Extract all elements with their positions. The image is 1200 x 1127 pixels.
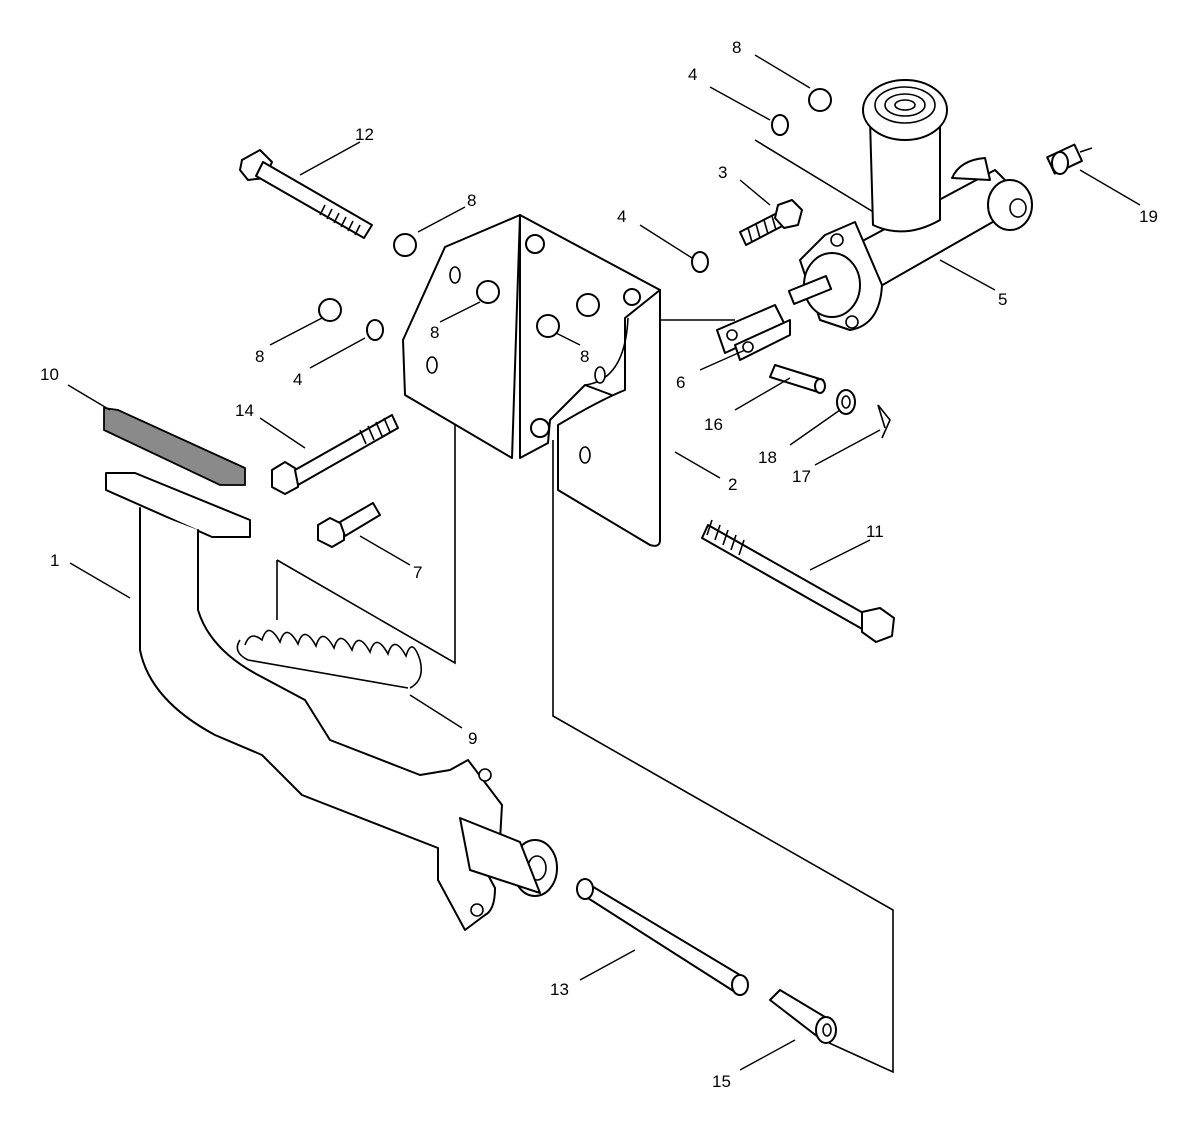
callout-2: 2 xyxy=(728,475,737,494)
callout-1: 1 xyxy=(50,551,59,570)
callout-9: 9 xyxy=(468,729,477,748)
callout-6: 6 xyxy=(676,373,685,392)
pedal-pad xyxy=(103,406,246,486)
bolt-7 xyxy=(317,502,381,548)
callout-4: 4 xyxy=(617,207,626,226)
callout-8: 8 xyxy=(580,347,589,366)
clevis xyxy=(716,304,791,361)
master-cylinder xyxy=(787,79,1033,331)
bolt-11 xyxy=(701,519,895,643)
callout-7: 7 xyxy=(413,563,422,582)
clevis-pin xyxy=(769,364,826,394)
washer-18 xyxy=(836,389,856,415)
callout-8: 8 xyxy=(255,347,264,366)
callout-5: 5 xyxy=(998,290,1007,309)
bushing xyxy=(769,989,837,1044)
callout-18: 18 xyxy=(758,448,777,467)
pedal-arm xyxy=(105,472,558,931)
callout-14: 14 xyxy=(235,401,254,420)
callout-15: 15 xyxy=(712,1072,731,1091)
mounting-bracket xyxy=(402,214,661,547)
callout-4: 4 xyxy=(293,370,302,389)
cotter-pin xyxy=(877,404,891,439)
hardware-nuts-washers xyxy=(318,88,832,341)
callout-8: 8 xyxy=(732,38,741,57)
pivot-shaft xyxy=(576,878,749,996)
callout-8: 8 xyxy=(467,191,476,210)
callout-11: 11 xyxy=(866,522,884,541)
bolt-3 xyxy=(739,199,803,246)
callout-16: 16 xyxy=(704,415,723,434)
callout-17: 17 xyxy=(792,467,811,486)
callout-19: 19 xyxy=(1139,207,1158,226)
callout-12: 12 xyxy=(355,125,374,144)
callout-4: 4 xyxy=(688,65,697,84)
bolt-14 xyxy=(271,414,399,495)
return-spring xyxy=(236,629,423,689)
leader-lines xyxy=(67,54,1141,1071)
callout-3: 3 xyxy=(718,163,727,182)
hose-fitting xyxy=(1046,143,1093,175)
bolt-12 xyxy=(239,149,373,239)
callout-labels: 12 8 4 8 3 4 19 5 8 8 4 8 10 14 6 16 18 … xyxy=(40,38,1158,1091)
callout-13: 13 xyxy=(550,980,569,999)
callout-8: 8 xyxy=(430,323,439,342)
callout-10: 10 xyxy=(40,365,59,384)
